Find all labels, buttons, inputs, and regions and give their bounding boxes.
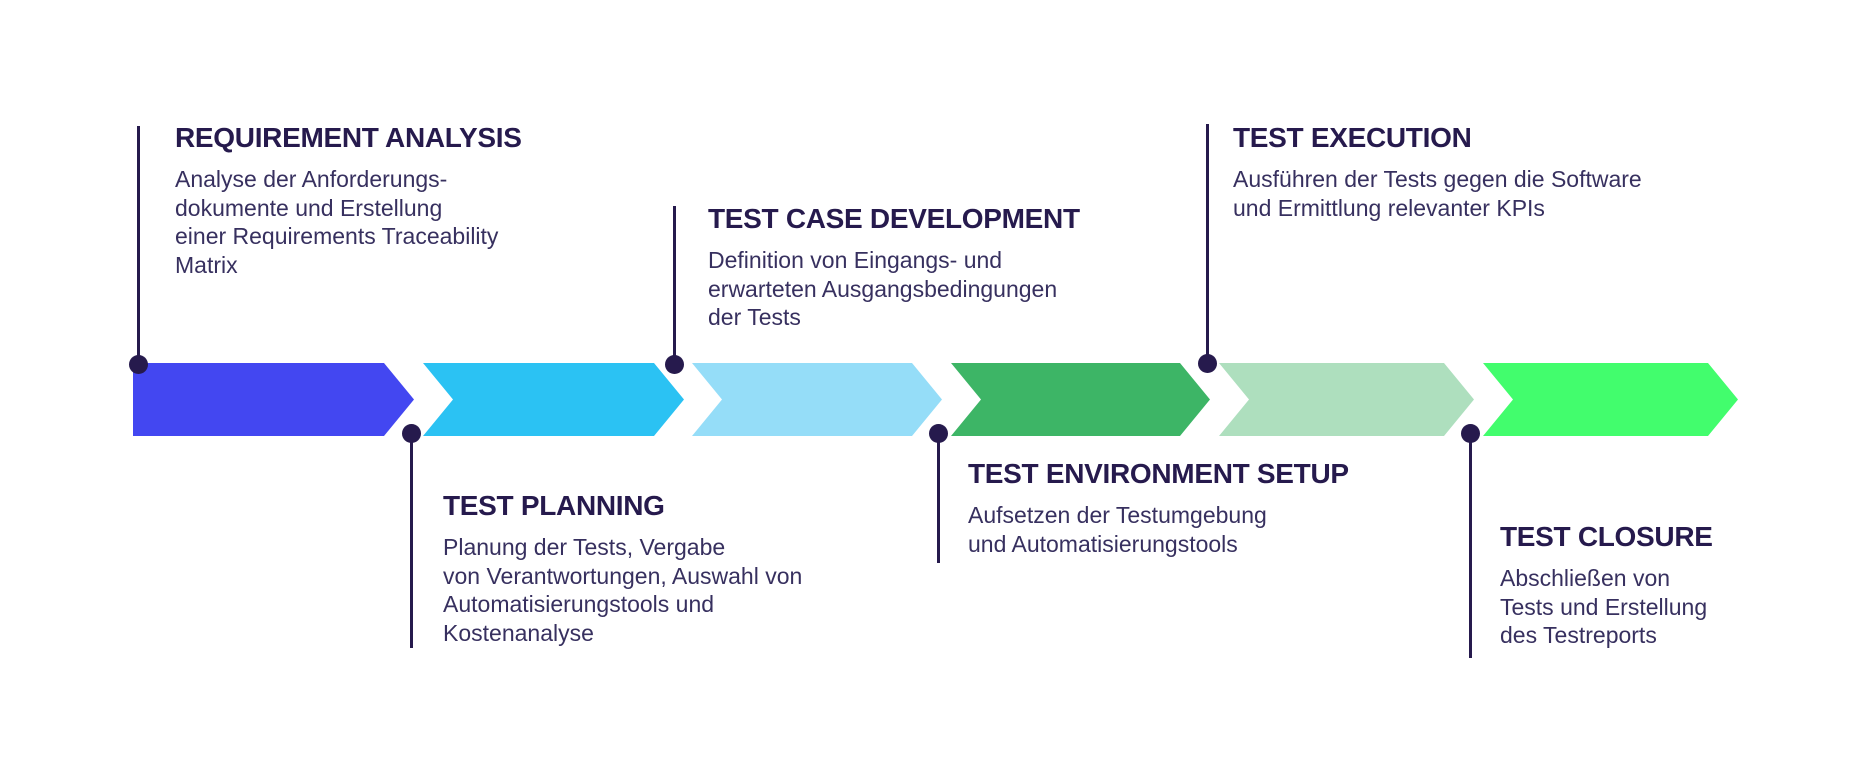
connector-line-test-execution — [1206, 124, 1209, 364]
stage-description: Planung der Tests, Vergabe von Verantwor… — [443, 534, 803, 646]
arrow-segment-test-case-development — [692, 363, 942, 436]
stage-description: Analyse der Anforderungs- dokumente und … — [175, 166, 499, 278]
arrow-segment-test-closure — [1483, 363, 1738, 436]
connector-line-test-environment-setup — [937, 433, 940, 563]
arrow-segment-requirement-analysis — [133, 363, 414, 436]
callout-test-closure: TEST CLOSURE Abschließen von Tests und E… — [1500, 521, 1860, 650]
arrow-segment-test-environment-setup — [951, 363, 1210, 436]
connector-line-test-case-development — [673, 206, 676, 363]
connector-dot-test-execution — [1198, 354, 1217, 373]
stage-description: Definition von Eingangs- und erwarteten … — [708, 247, 1058, 330]
callout-test-case-development: TEST CASE DEVELOPMENT Definition von Ein… — [708, 203, 1148, 332]
stage-title: TEST CASE DEVELOPMENT — [708, 203, 1080, 234]
connector-line-requirement-analysis — [137, 126, 140, 364]
connector-line-test-planning — [410, 433, 413, 648]
stage-title: TEST CLOSURE — [1500, 521, 1713, 552]
stage-description: Ausführen der Tests gegen die Software u… — [1233, 166, 1642, 221]
callout-requirement-analysis: REQUIREMENT ANALYSIS Analyse der Anforde… — [175, 122, 605, 279]
connector-line-test-closure — [1469, 433, 1472, 658]
connector-dot-test-case-development — [665, 355, 684, 374]
callout-test-planning: TEST PLANNING Planung der Tests, Vergabe… — [443, 490, 893, 647]
callout-test-environment-setup: TEST ENVIRONMENT SETUP Aufsetzen der Tes… — [968, 458, 1408, 558]
connector-dot-requirement-analysis — [129, 355, 148, 374]
stage-description: Abschließen von Tests und Erstellung des… — [1500, 565, 1708, 648]
stage-title: TEST ENVIRONMENT SETUP — [968, 458, 1349, 489]
connector-dot-test-planning — [402, 424, 421, 443]
arrow-segment-test-planning — [423, 363, 684, 436]
stage-title: REQUIREMENT ANALYSIS — [175, 122, 522, 153]
arrow-segment-test-execution — [1219, 363, 1474, 436]
connector-dot-test-closure — [1461, 424, 1480, 443]
callout-test-execution: TEST EXECUTION Ausführen der Tests gegen… — [1233, 122, 1733, 222]
stage-title: TEST EXECUTION — [1233, 122, 1472, 153]
connector-dot-test-environment-setup — [929, 424, 948, 443]
stage-description: Aufsetzen der Testumgebung und Automatis… — [968, 502, 1267, 557]
stage-title: TEST PLANNING — [443, 490, 665, 521]
